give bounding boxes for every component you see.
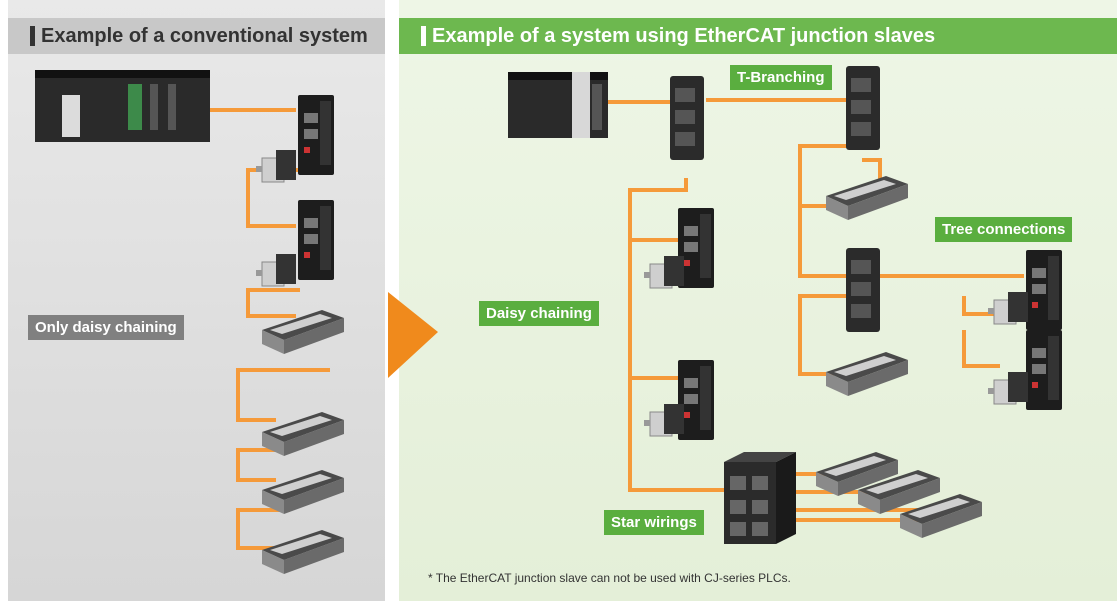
ethercat-system-title: Example of a system using EtherCAT junct…: [432, 24, 936, 47]
junction-slave-icon: [846, 248, 880, 332]
tree-connections-label: Tree connections: [935, 217, 1073, 242]
junction-slave-icon: [724, 452, 796, 544]
servo-motor-icon: [643, 403, 685, 437]
t-branching-label: T-Branching: [730, 65, 832, 90]
servo-drive-icon: [298, 95, 334, 175]
junction-slave-icon: [846, 66, 880, 150]
footnote: * The EtherCAT junction slave can not be…: [428, 571, 791, 585]
servo-motor-icon: [255, 149, 297, 183]
servo-motor-icon: [987, 371, 1029, 405]
servo-motor-icon: [643, 255, 685, 289]
servo-drive-icon: [1026, 330, 1062, 410]
servo-drive-icon: [1026, 250, 1062, 330]
junction-slave-icon: [670, 76, 704, 160]
io-terminal-icon: [262, 470, 344, 514]
header-bullet: [421, 26, 426, 46]
daisy-chaining-label: Daisy chaining: [479, 301, 599, 326]
plc-icon: [508, 72, 608, 138]
io-terminal-icon: [262, 530, 344, 574]
servo-motor-icon: [255, 253, 297, 287]
servo-drive-icon: [298, 200, 334, 280]
conventional-system-title: Example of a conventional system: [41, 24, 368, 47]
right-cable-path: [606, 98, 1024, 522]
io-terminal-icon: [826, 176, 908, 220]
star-wirings-label: Star wirings: [604, 510, 704, 535]
plc-icon: [35, 70, 210, 142]
conventional-system-header: Example of a conventional system: [8, 18, 385, 54]
ethercat-system-header: Example of a system using EtherCAT junct…: [399, 18, 1117, 54]
servo-motor-icon: [987, 291, 1029, 325]
header-bullet: [30, 26, 35, 46]
left-cable-path: [210, 108, 330, 550]
io-terminal-icon: [826, 352, 908, 396]
arrow-icon: [388, 292, 438, 378]
only-daisy-chaining-label: Only daisy chaining: [28, 315, 184, 340]
